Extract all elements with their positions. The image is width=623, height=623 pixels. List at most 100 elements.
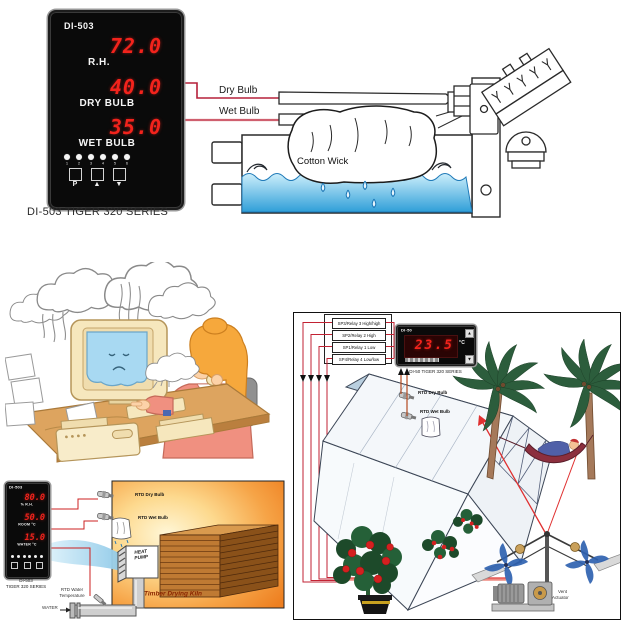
vent-actuator — [471, 531, 620, 612]
relay-wiring — [302, 322, 397, 583]
wet-bulb-label: WET BULB — [78, 138, 136, 149]
sensor-head — [447, 47, 572, 169]
computer-monitor — [70, 319, 168, 405]
led-indicators — [64, 154, 130, 160]
heat-pump-box — [116, 545, 160, 583]
cotton-wick-cloth — [287, 105, 438, 184]
kiln-meter: DI-503 80.0 % R.H. 50.0 ROOM °C 15.0 WAT… — [5, 482, 50, 579]
led-num: 4 — [101, 161, 105, 166]
psychrometer-artwork — [180, 47, 572, 218]
led-num: 1 — [65, 161, 69, 166]
di50-down-button: ▼ — [465, 355, 474, 364]
water-drips — [320, 180, 396, 209]
kiln-meter-caption-1: DI-503 — [19, 578, 33, 583]
tomato-vine — [452, 509, 483, 534]
timber-stack — [159, 524, 279, 598]
relay-label-sp4: SP4/Relay 4 Low/low — [332, 354, 386, 365]
signal-wire-2 — [546, 442, 582, 535]
up-arrow-icon: ▲ — [93, 181, 101, 188]
fan-blades-right — [565, 540, 609, 584]
kiln-meter-leds — [11, 555, 43, 558]
led-num: 5 — [113, 161, 117, 166]
kiln-artwork — [48, 480, 285, 619]
desk-tray — [155, 413, 215, 443]
relay-wire-arrowheads — [300, 375, 330, 382]
program-button-label: P — [72, 181, 78, 188]
rtd-wet-bulb-sensor-icon — [97, 512, 114, 521]
di50-caption: DI-50 TIGER 320 SERIES — [409, 369, 462, 374]
kiln-room-value: 50.0 — [24, 513, 45, 523]
sensor-meter-wires — [398, 368, 410, 416]
wet-wick-cloth — [111, 517, 132, 548]
greenhouse-building — [313, 373, 555, 612]
kiln-title-label: Timber Drying Kiln — [144, 589, 203, 597]
relay-label-sp3: SP3/Relay 3 High/high — [332, 318, 386, 329]
kiln-meter-caption-2: TIGER 320 SERIES — [5, 584, 47, 589]
greenhouse-application-panel: SP3/Relay 3 High/high SP2/Relay 2 High S… — [293, 312, 621, 620]
main-meter-caption: DI-503 TIGER 320 SERIES — [27, 206, 169, 218]
kiln-application-panel: DI-503 80.0 % R.H. 50.0 ROOM °C 15.0 WAT… — [2, 478, 290, 623]
palm-tree-right — [543, 338, 620, 480]
rh-label: R.H. — [88, 57, 110, 68]
meter-model: DI-503 — [64, 21, 95, 31]
led-numbers: 1 2 3 4 5 6 — [64, 161, 130, 166]
gh-rtd-wet-bulb-label: RTD Wet Bulb — [420, 409, 450, 414]
steam-clouds — [9, 262, 216, 343]
program-button — [69, 168, 82, 181]
down-arrow-icon: ▼ — [115, 181, 123, 188]
led-num: 6 — [125, 161, 129, 166]
office-cartoon — [5, 262, 271, 463]
kiln-sensor-wires — [48, 498, 98, 596]
led-num: 2 — [77, 161, 81, 166]
palm-tree-left — [452, 340, 545, 480]
hammock-person — [498, 434, 594, 464]
vent-actuator-label-1: Vent — [558, 589, 568, 594]
di50-display: 23.5 — [404, 335, 458, 358]
gh-rtd-dry-bulb-label: RTD Dry Bulb — [418, 390, 448, 395]
up-button — [91, 168, 104, 181]
kiln-water-label: WATER °C — [17, 543, 37, 547]
kiln-room-label: ROOM °C — [18, 523, 36, 527]
flying-papers — [5, 353, 44, 427]
fan-blades-left — [484, 543, 528, 587]
cotton-wick-label: Cotton Wick — [297, 156, 349, 167]
kiln-meter-model: DI-503 — [9, 485, 23, 490]
wet-bulb-line-label: Wet Bulb — [219, 106, 260, 117]
dry-bulb-line-label: Dry Bulb — [219, 85, 258, 96]
water-pipe — [60, 577, 145, 619]
kiln-water-value: 15.0 — [24, 533, 45, 543]
di503-meter: DI-503 72.0 R.H. 40.0 DRY BULB 35.0 WET … — [48, 10, 184, 210]
gh-wet-wick — [421, 416, 441, 438]
di50-model: DI-50 — [401, 328, 413, 333]
di50-unit: °C — [459, 340, 466, 346]
dry-bulb-wire — [180, 82, 279, 99]
kiln-rtd-wet-bulb-label: RTD Wet Bulb — [138, 515, 168, 520]
kiln-meter-buttons — [11, 562, 43, 569]
dry-bulb-tube — [278, 91, 454, 105]
relay-label-sp2: SP2/Relay 2 High — [332, 330, 386, 341]
fax-machine — [55, 401, 141, 462]
di50-value: 23.5 — [414, 338, 454, 353]
rh-value: 72.0 — [109, 34, 162, 58]
di50-brand-strip — [405, 358, 439, 362]
down-button — [113, 168, 126, 181]
tomato-plant — [333, 526, 402, 614]
di50-up-button: ▲ — [465, 329, 474, 338]
greenhouse-artwork — [300, 314, 620, 614]
rtd-water-label-1: RTD Water — [60, 587, 84, 592]
vent-actuator-label-2: Actuator — [552, 595, 569, 600]
tomato-vine — [422, 530, 459, 560]
led-num: 3 — [89, 161, 93, 166]
kiln-rh-value: 80.0 — [24, 493, 45, 503]
relay-label-sp1: SP1/Relay 1 Low — [332, 342, 386, 353]
di50-meter: DI-50 23.5 °C ▲ ▼ — [396, 325, 476, 366]
water-label: WATER — [42, 605, 58, 610]
rtd-water-label-2: Temperature — [59, 593, 85, 598]
rtd-water-sensor-icon — [93, 594, 107, 606]
wet-bulb-value: 35.0 — [109, 115, 162, 139]
dry-bulb-label: DRY BULB — [79, 98, 135, 109]
pointing-arm — [130, 378, 174, 416]
rtd-dry-bulb-sensor-icon — [97, 490, 114, 499]
dry-bulb-value: 40.0 — [109, 75, 162, 99]
